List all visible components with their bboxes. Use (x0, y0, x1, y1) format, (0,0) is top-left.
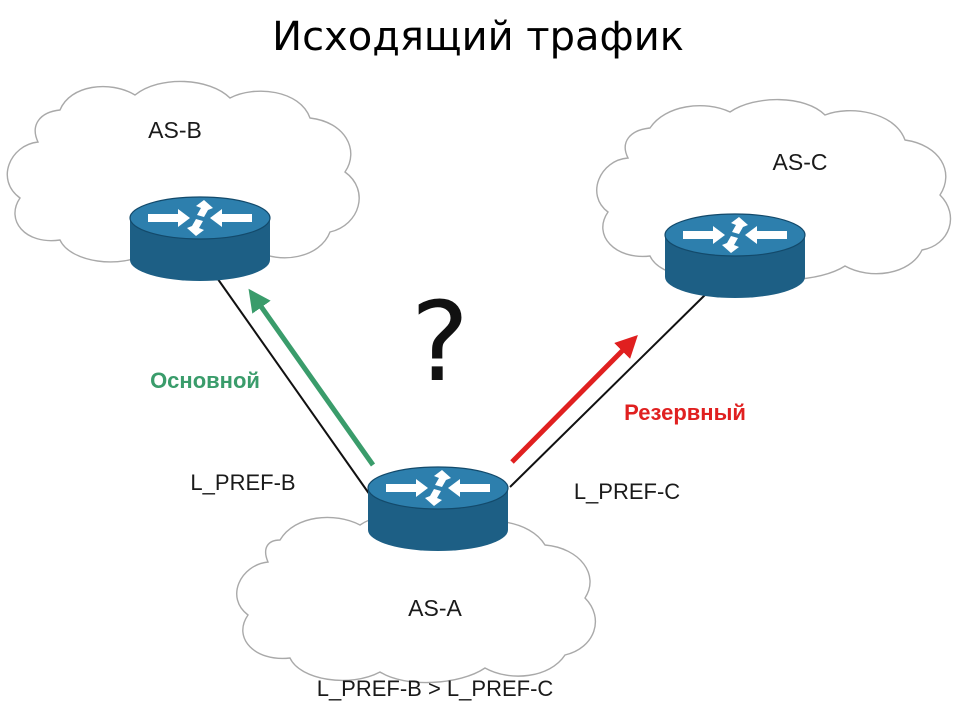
as-b-label: AS-B (148, 117, 202, 143)
page-title: Исходящий трафик (272, 14, 684, 60)
backup-link-label: Резервный (624, 400, 746, 425)
primary-link-label: Основной (150, 368, 260, 393)
primary-arrow (248, 288, 376, 467)
as-a-label: AS-A (408, 595, 462, 621)
as-c-label: AS-C (773, 149, 828, 175)
question-mark: ? (411, 278, 469, 406)
preference-condition: L_PREF-B > L_PREF-C (317, 676, 554, 701)
router-icon-as-a (367, 466, 509, 552)
router-icon-as-b (129, 196, 271, 282)
backup-pref-label: L_PREF-C (574, 479, 680, 504)
cloud-icon-as-b (6, 80, 360, 266)
router-icon-as-c (664, 213, 806, 299)
link-as-a-as-b (214, 274, 371, 496)
primary-pref-label: L_PREF-B (190, 470, 295, 495)
link-as-a-as-c (509, 289, 711, 488)
backup-arrow (510, 335, 638, 464)
